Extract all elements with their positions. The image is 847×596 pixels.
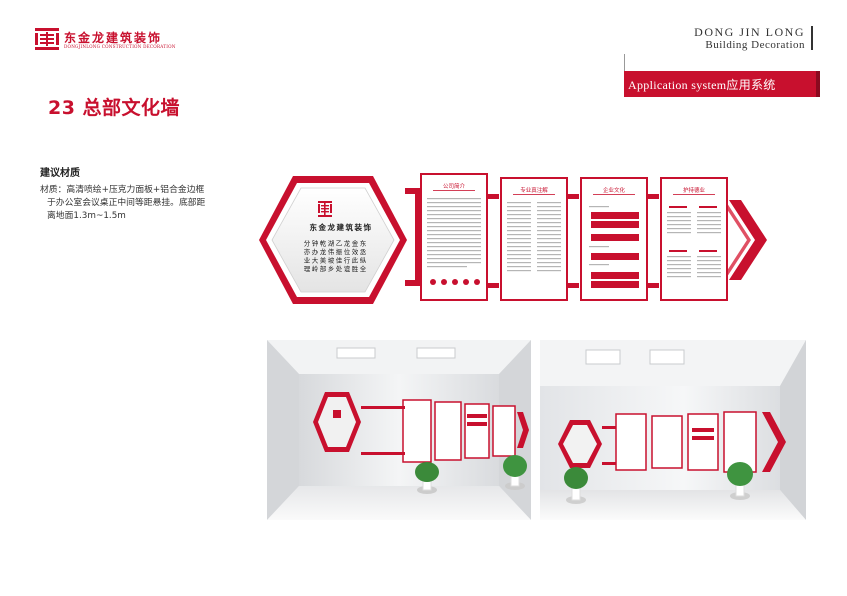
- panel-title-culture: 企业文化: [602, 188, 625, 194]
- hex-slogan: 东丞纵全 金效此胜 龙位行谊 乙振佳处 湖伟坡乡 乾龙美部 钟办大岭 分亦业理: [301, 240, 367, 286]
- section-title: 23 总部文化墙: [48, 97, 181, 119]
- hex-slogan-col-6: 乾龙美部: [318, 240, 326, 274]
- panel-title-virtue: 护持德业: [682, 188, 705, 194]
- hex-slogan-col-1: 东丞纵全: [358, 240, 366, 274]
- office-photo-2: [540, 340, 806, 520]
- brand-english-title: DONG JIN LONG Building Decoration: [694, 26, 805, 52]
- hex-slogan-col-7: 钟办大岭: [310, 240, 318, 274]
- application-band: [624, 71, 816, 97]
- hex-slogan-col-2: 金效此胜: [350, 240, 358, 274]
- application-band-edge: [816, 71, 820, 97]
- materials-title: 建议材质: [40, 168, 80, 179]
- logo-emblem-icon: [35, 28, 59, 50]
- brand-line-2: Building Decoration: [705, 39, 805, 51]
- application-divider: [624, 54, 625, 71]
- office-photo-1: [267, 340, 531, 520]
- logo-chinese-name: 东金龙建筑装饰: [64, 31, 163, 45]
- brand-divider: [811, 26, 813, 50]
- application-system-label: Application system应用系统: [628, 78, 776, 92]
- panel-title-professional: 专业真注解: [520, 188, 548, 194]
- panel-title-company-intro: 公司简介: [442, 184, 465, 190]
- materials-line-1: 材质：高清喷绘+压克力面板+铝合金边框: [40, 185, 205, 195]
- culture-wall-illustration: [259, 173, 767, 304]
- hex-slogan-col-5: 湖伟坡乡: [326, 240, 334, 274]
- hex-company-name: 东金龙建筑装饰: [309, 223, 373, 232]
- materials-line-2: 于办公室会议桌正中间等距悬挂。底部距: [47, 198, 206, 208]
- hex-slogan-col-8: 分亦业理: [302, 240, 310, 274]
- culture-wall-design: 东金龙建筑装饰 东丞纵全 金效此胜 龙位行谊 乙振佳处 湖伟坡乡 乾龙美部 钟办…: [255, 168, 775, 318]
- hex-slogan-col-4: 乙振佳处: [334, 240, 342, 274]
- logo-english-name: DONGJINLONG CONSTRUCTION DECORATION: [64, 44, 176, 49]
- brand-line-1: DONG JIN LONG: [694, 25, 805, 39]
- company-logo: 东金龙建筑装饰 DONGJINLONG CONSTRUCTION DECORAT…: [34, 27, 194, 51]
- materials-description: 材质：高清喷绘+压克力面板+铝合金边框 于办公室会议桌正中间等距悬挂。底部距 离…: [40, 184, 240, 223]
- hex-slogan-col-3: 龙位行谊: [342, 240, 350, 274]
- office-render-2: [540, 340, 806, 520]
- office-render-1: [267, 340, 531, 520]
- materials-line-3: 离地面1.3m~1.5m: [47, 211, 126, 221]
